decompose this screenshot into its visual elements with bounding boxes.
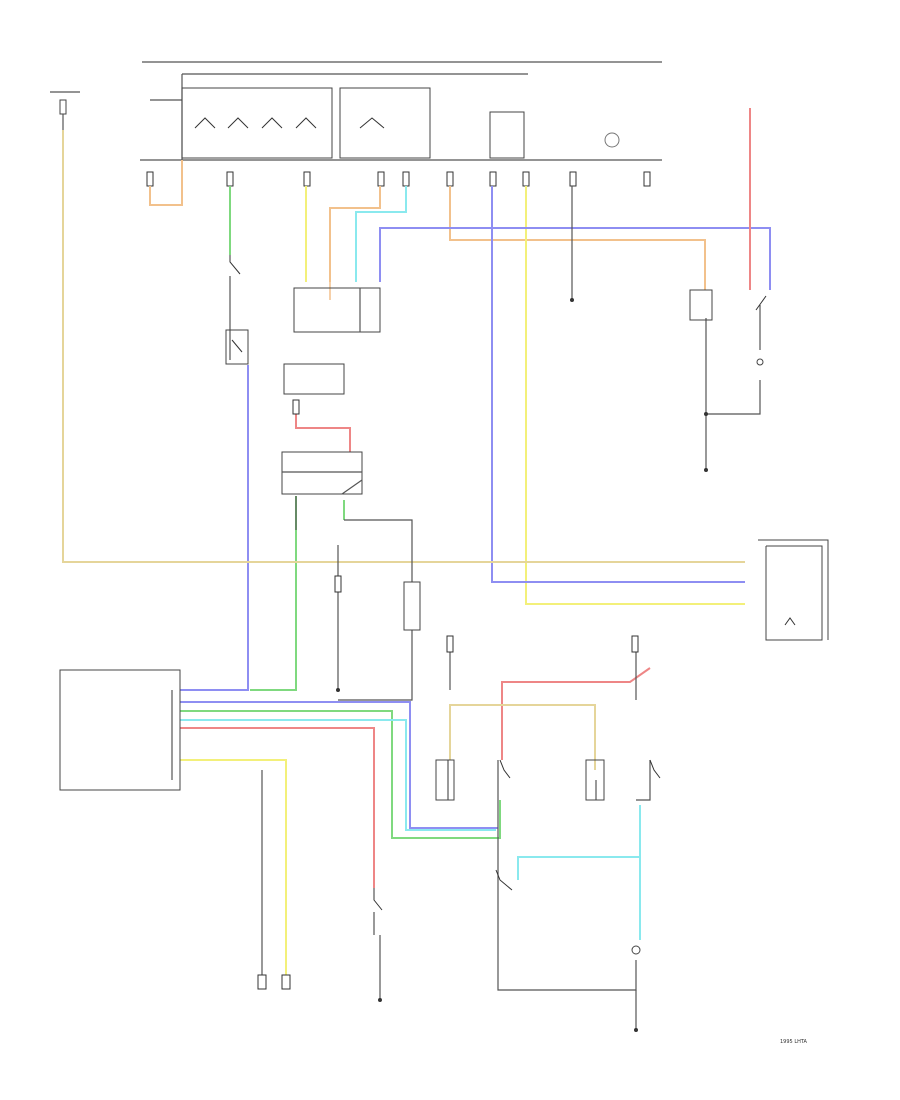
- left-fuse-box: [50, 91, 80, 130]
- ac-pressure-sensor: [373, 888, 383, 935]
- control-module-upper: [281, 451, 363, 495]
- fan-motors: [495, 869, 641, 955]
- blower-switch: [293, 287, 381, 333]
- cyan-wire: [180, 186, 641, 940]
- diagram-code: 1995 LHTA: [780, 1039, 808, 1045]
- right-connector-block: [758, 539, 829, 641]
- hvac-fuse: [283, 363, 345, 415]
- yellow-wire: [180, 186, 745, 985]
- tan-wire: [62, 130, 745, 770]
- orange-wire: [149, 160, 706, 300]
- pressure-switch: [225, 255, 249, 365]
- blue-wire: [180, 186, 771, 829]
- relay-fuses-lower: [446, 635, 639, 653]
- compressor-relay: [334, 575, 421, 692]
- red-wire: [180, 108, 751, 888]
- green-wire: [180, 186, 501, 839]
- fan-relays: [435, 759, 661, 801]
- sensor-connector: [257, 974, 291, 990]
- bus-connector-pins: [146, 171, 651, 187]
- fuse-relay-panel: [140, 87, 662, 161]
- ecm-module: [59, 669, 181, 791]
- top-bus-bars: [142, 61, 662, 160]
- right-blower-assembly: [689, 289, 767, 416]
- black-wires: [229, 186, 761, 1030]
